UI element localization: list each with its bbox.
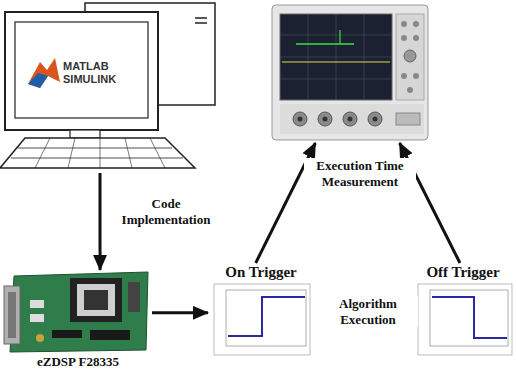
computer-node: MATLAB SIMULINK xyxy=(5,5,217,173)
measurement-label: Execution Time Measurement xyxy=(304,158,416,189)
computer-illustration xyxy=(0,3,215,168)
off-trigger-node: Off Trigger xyxy=(412,263,514,357)
off-trigger-plot xyxy=(418,284,512,355)
on-trigger-node: On Trigger xyxy=(208,263,314,357)
node-text: eZDSP F28335 xyxy=(4,354,152,370)
process-label: Algorithm Execution xyxy=(318,296,418,327)
edge-label: Code Implementation xyxy=(116,196,216,227)
node-text: MATLAB SIMULINK xyxy=(63,60,127,85)
node-text: Off Trigger xyxy=(412,263,514,282)
flow-arrow xyxy=(152,311,208,314)
dsp-board-node: eZDSP F28335 xyxy=(4,270,152,372)
node-text: On Trigger xyxy=(208,263,314,282)
on-trigger-plot xyxy=(214,284,310,355)
flow-arrow xyxy=(98,173,101,270)
oscilloscope-illustration xyxy=(272,5,428,140)
oscilloscope-node xyxy=(270,3,432,143)
dsp-board-illustration xyxy=(4,272,148,352)
